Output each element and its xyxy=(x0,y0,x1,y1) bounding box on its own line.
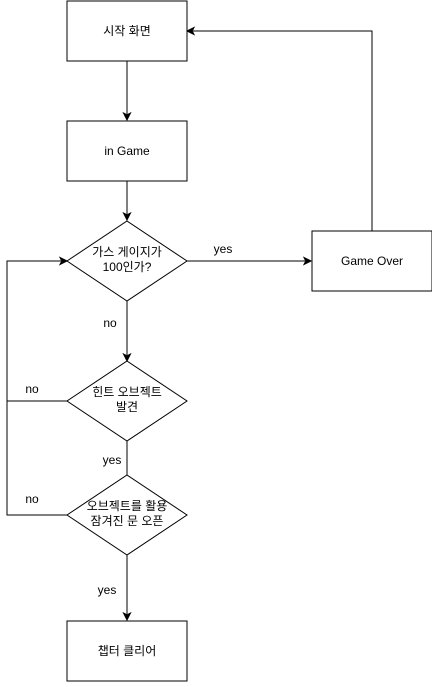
node-use-object: 오브젝트를 활용 잠겨진 문 오픈 xyxy=(66,474,188,556)
edge-useobject-to-clear xyxy=(122,555,132,622)
edge-label-gas-yes: yes xyxy=(214,242,233,256)
node-start-screen-label: 시작 화면 xyxy=(103,24,151,38)
node-start-screen: 시작 화면 xyxy=(66,0,188,62)
edge-gascheck-to-gameover xyxy=(187,256,313,266)
node-use-object-label-line1: 오브젝트를 활용 xyxy=(87,499,168,513)
edge-gameover-to-start xyxy=(185,26,373,231)
edge-start-to-ingame xyxy=(122,61,132,122)
node-game-over-label: Game Over xyxy=(341,254,403,268)
edge-label-hint-yes: yes xyxy=(103,453,122,467)
edge-label-use-no: no xyxy=(25,492,39,506)
node-in-game: in Game xyxy=(66,120,188,182)
edge-useobject-loopback xyxy=(6,401,67,516)
node-chapter-clear: 챕터 클리어 xyxy=(66,620,188,682)
edge-ingame-to-gascheck xyxy=(122,181,132,222)
edge-label-use-yes: yes xyxy=(98,583,117,597)
node-hint-found: 힌트 오브젝트 발견 xyxy=(66,360,188,442)
edge-gascheck-to-hint xyxy=(122,301,132,363)
node-gas-check: 가스 게이지가 100인가? xyxy=(66,220,188,302)
node-game-over: Game Over xyxy=(311,230,432,292)
node-use-object-label-line2: 잠겨진 문 오픈 xyxy=(91,514,164,528)
edge-label-hint-no: no xyxy=(25,382,39,396)
edge-hint-loopback xyxy=(6,256,69,402)
node-hint-found-label-line1: 힌트 오브젝트 xyxy=(92,385,162,399)
node-chapter-clear-label: 챕터 클리어 xyxy=(98,643,157,658)
edge-label-gas-no: no xyxy=(103,316,117,330)
node-gas-check-label-line1: 가스 게이지가 xyxy=(92,245,162,259)
node-hint-found-label-line2: 발견 xyxy=(116,400,138,414)
node-gas-check-label-line2: 100인가? xyxy=(103,260,152,274)
node-in-game-label: in Game xyxy=(104,144,150,158)
